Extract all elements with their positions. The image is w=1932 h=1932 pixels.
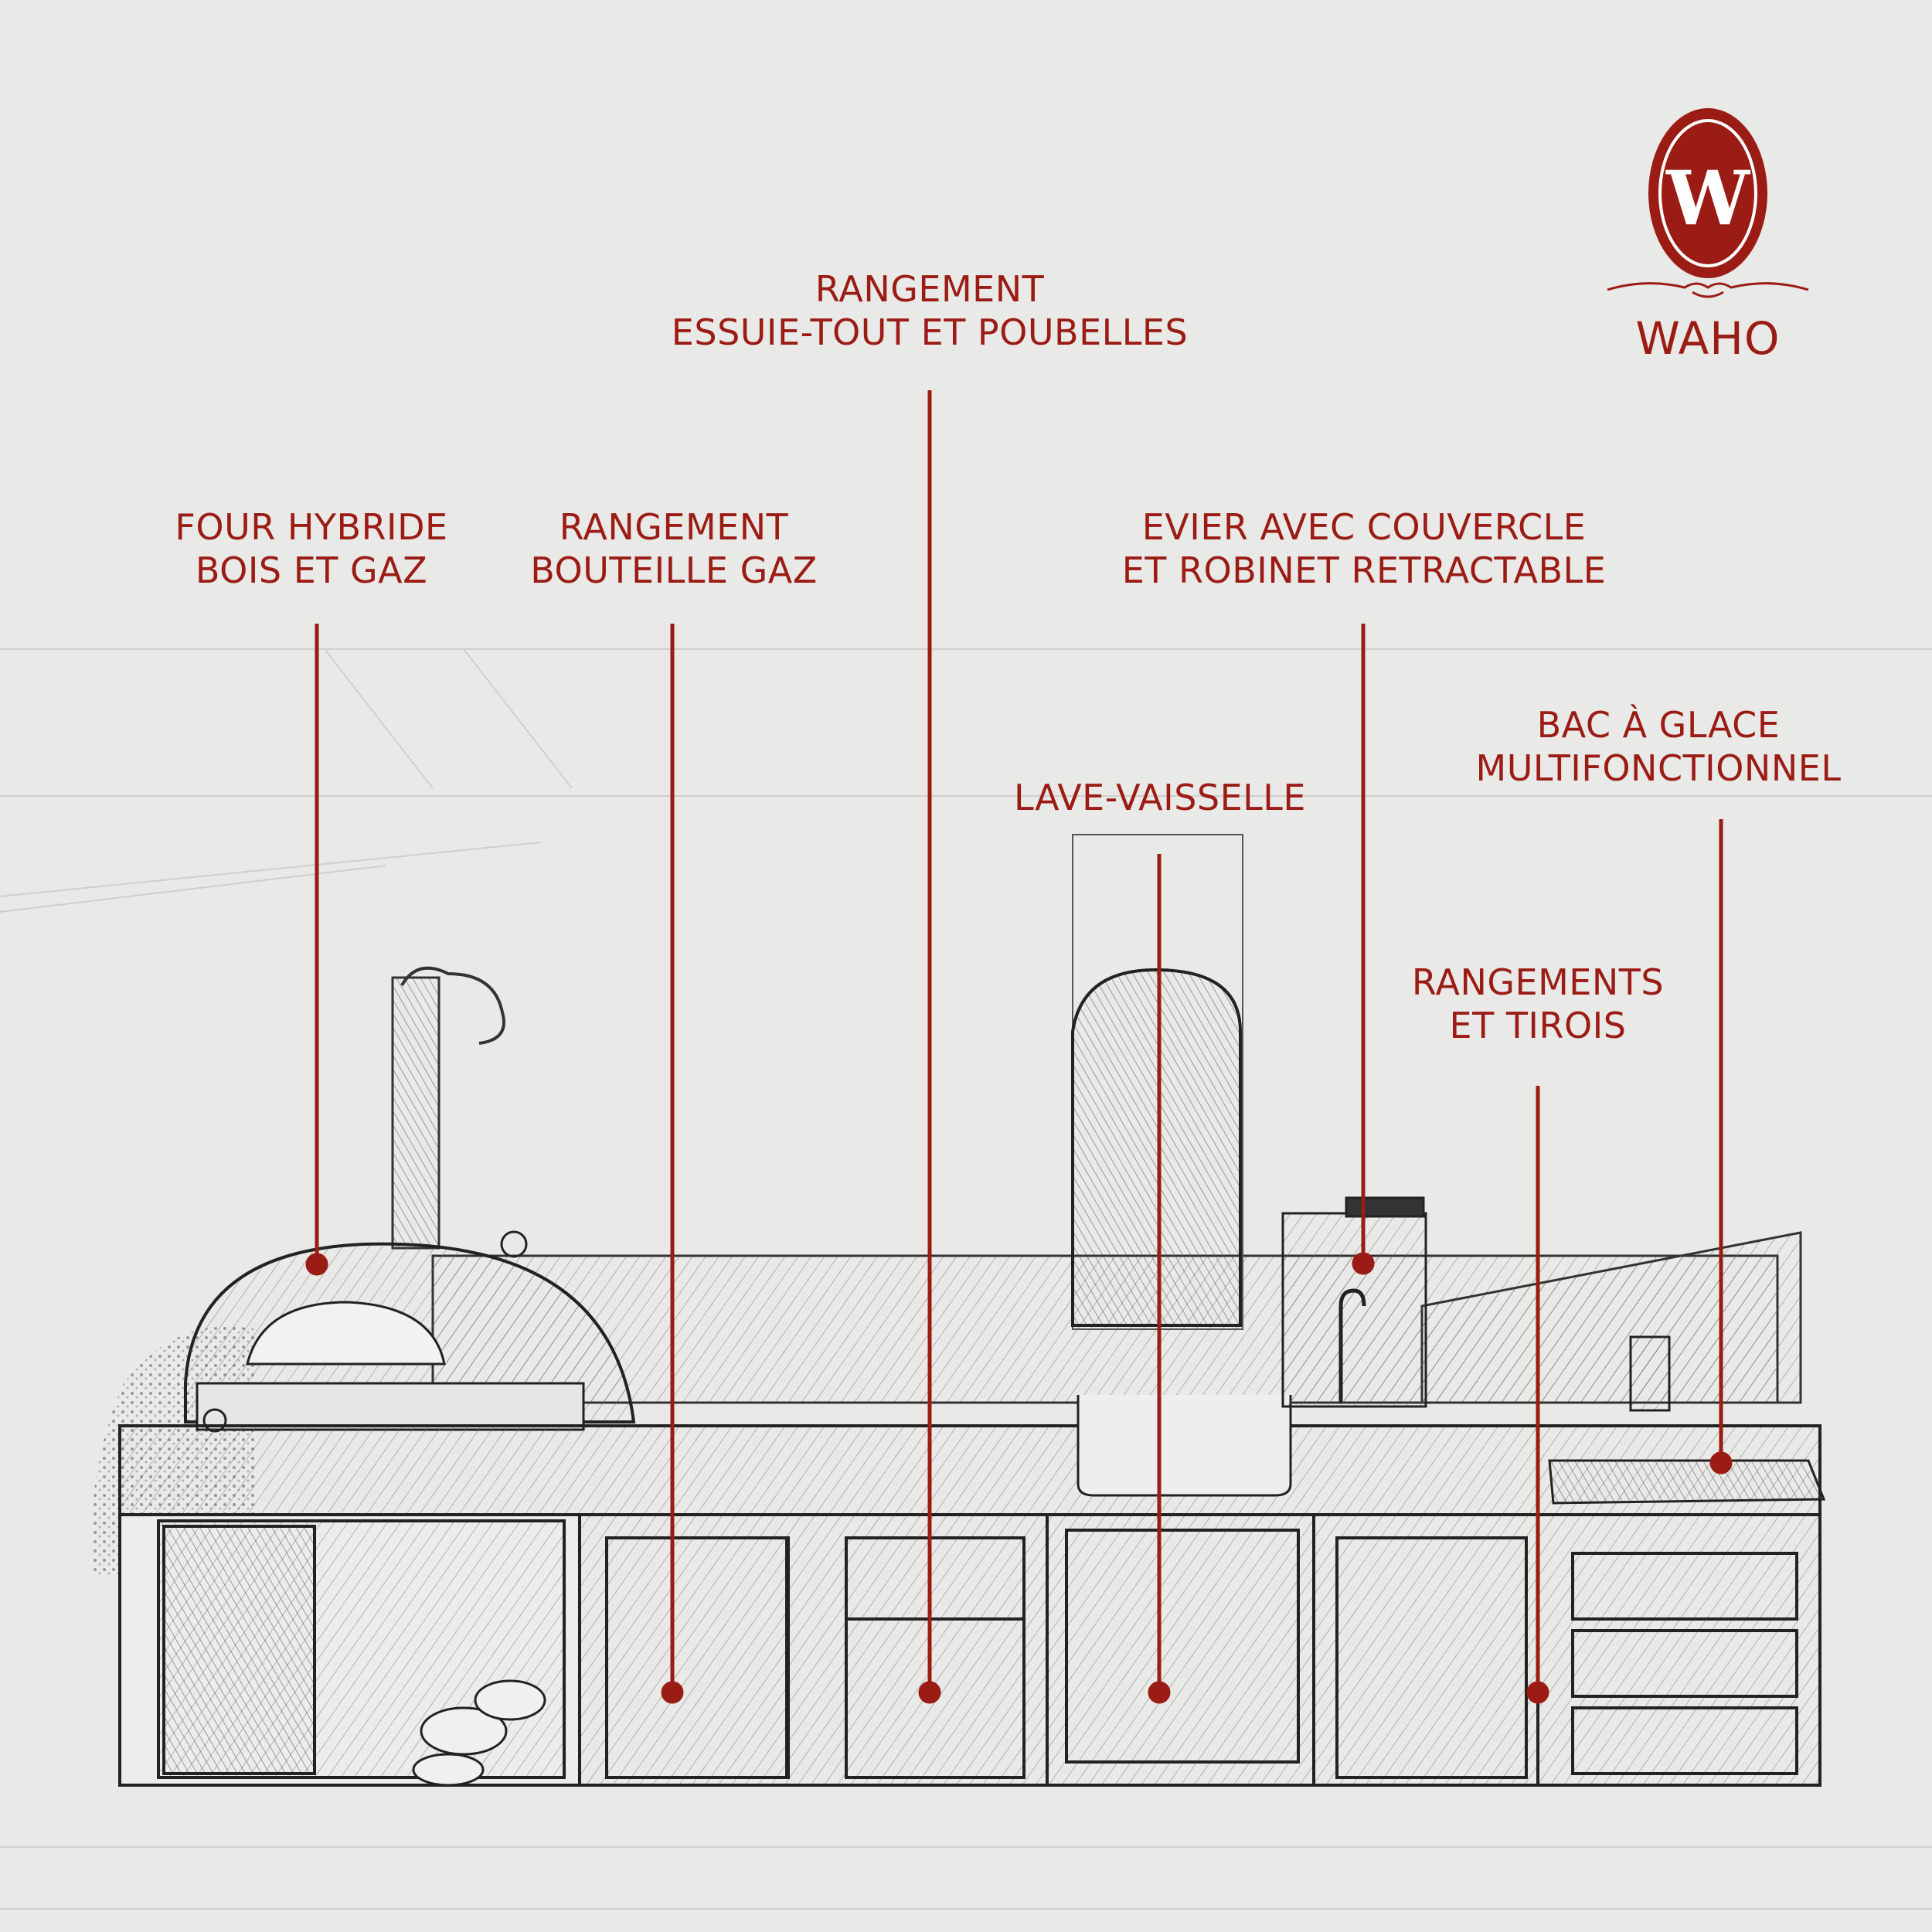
leader-essuie <box>918 390 941 1704</box>
callout-glace: BAC À GLACE MULTIFONCTIONNEL <box>1476 703 1842 790</box>
brand-name: WAHO <box>1635 312 1781 365</box>
callout-four: FOUR HYBRIDE BOIS ET GAZ <box>175 505 447 592</box>
callout-four-line2: BOIS ET GAZ <box>195 549 428 591</box>
callout-tiroirs-line1: RANGEMENTS <box>1411 961 1665 1003</box>
callout-tiroirs-line2: ET TIROIS <box>1449 1005 1627 1046</box>
callout-evier-line2: ET ROBINET RETRACTABLE <box>1121 549 1607 591</box>
leader-bouteille <box>661 624 684 1704</box>
center-basin <box>1077 1395 1292 1497</box>
callout-lave: LAVE-VAISSELLE <box>1014 776 1306 819</box>
callout-four-line1: FOUR HYBRIDE <box>175 506 448 548</box>
callout-bouteille: RANGEMENT BOUTEILLE GAZ <box>530 505 817 592</box>
callout-leaders <box>305 390 1733 1704</box>
pizza-oven <box>184 966 636 1433</box>
callout-glace-line2: MULTIFONCTIONNEL <box>1475 747 1842 789</box>
callout-essuie-line2: ESSUIE-TOUT ET POUBELLES <box>671 311 1189 353</box>
firewood <box>412 1679 546 1787</box>
callout-glace-line1: BAC À GLACE <box>1536 704 1781 746</box>
sink-unit <box>1281 1196 1427 1408</box>
callout-evier: EVIER AVEC COUVERCLE ET ROBINET RETRACTA… <box>1122 505 1607 592</box>
callout-tiroirs: RANGEMENTS ET TIROIS <box>1412 961 1664 1047</box>
callout-lave-line1: LAVE-VAISSELLE <box>1014 777 1306 818</box>
leader-evier <box>1352 624 1375 1275</box>
ice-bin <box>1548 1459 1826 1505</box>
paper-texture <box>0 648 1932 1910</box>
brand-letter: W <box>1666 155 1750 242</box>
leader-tiroirs <box>1526 1086 1549 1704</box>
callout-essuie-line1: RANGEMENT <box>815 268 1045 310</box>
brand-emblem <box>1607 108 1809 298</box>
brand-logo: W WAHO <box>1600 108 1816 365</box>
leader-glace <box>1709 819 1733 1475</box>
window-dark <box>1071 968 1242 1327</box>
leader-lave <box>1148 854 1171 1704</box>
callout-bouteille-line1: RANGEMENT <box>559 506 789 548</box>
ice-bin-bottle <box>1629 1335 1671 1412</box>
leader-four <box>305 624 328 1276</box>
callout-evier-line1: EVIER AVEC COUVERCLE <box>1141 506 1587 548</box>
callout-bouteille-line2: BOUTEILLE GAZ <box>530 549 818 591</box>
base-cabinets <box>118 1513 1821 1787</box>
callout-essuie: RANGEMENT ESSUIE-TOUT ET POUBELLES <box>672 267 1188 354</box>
